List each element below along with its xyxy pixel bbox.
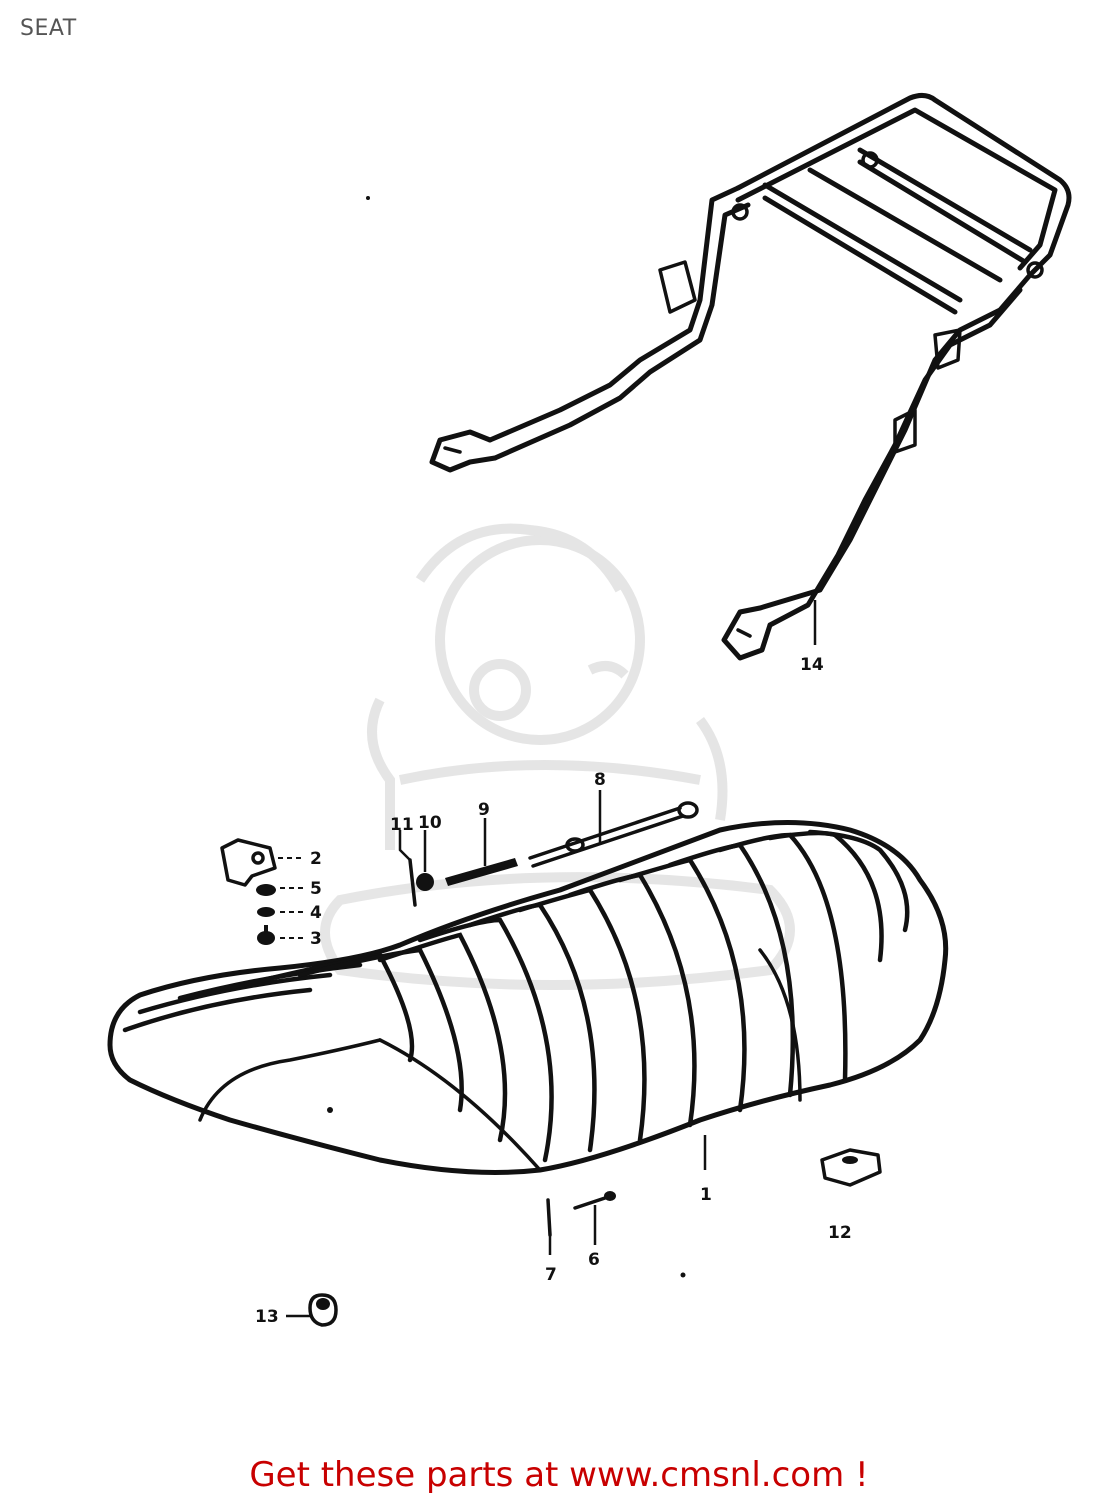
callout-12: 12 — [828, 1223, 852, 1243]
pin-part[interactable] — [546, 1198, 552, 1237]
callout-6: 6 — [588, 1250, 600, 1270]
bolt-part[interactable] — [573, 1191, 616, 1210]
seat-part[interactable] — [107, 820, 949, 1175]
callout-11: 11 — [390, 815, 414, 835]
leader-line-11 — [398, 830, 411, 861]
page-title: SEAT — [20, 16, 77, 41]
callout-2: 2 — [310, 849, 322, 869]
seat-hook-part[interactable] — [220, 838, 277, 887]
callout-13: 13 — [255, 1307, 279, 1327]
callout-8: 8 — [594, 770, 606, 790]
screw-part[interactable] — [257, 925, 275, 945]
callout-7: 7 — [545, 1265, 557, 1285]
callout-14: 14 — [800, 655, 824, 675]
nut-part[interactable] — [256, 884, 276, 896]
callout-9: 9 — [478, 800, 490, 820]
cotter-pin-part[interactable] — [408, 858, 417, 907]
washer-10-part[interactable] — [416, 873, 434, 891]
cushion-part[interactable] — [820, 1148, 882, 1187]
callout-5: 5 — [310, 879, 322, 899]
callout-4: 4 — [310, 903, 322, 923]
callout-1: 1 — [700, 1185, 712, 1205]
buy-parts-link[interactable]: Get these parts at www.cmsnl.com ! — [249, 1455, 869, 1495]
callout-10: 10 — [418, 813, 442, 833]
callout-3: 3 — [310, 929, 322, 949]
shaft-part[interactable] — [528, 801, 699, 868]
carrier-part[interactable] — [429, 92, 1072, 661]
washer-part[interactable] — [257, 907, 275, 917]
watermark-logo-icon — [320, 523, 795, 990]
spring-part[interactable] — [445, 858, 518, 886]
cap-nut-part[interactable] — [308, 1293, 338, 1327]
